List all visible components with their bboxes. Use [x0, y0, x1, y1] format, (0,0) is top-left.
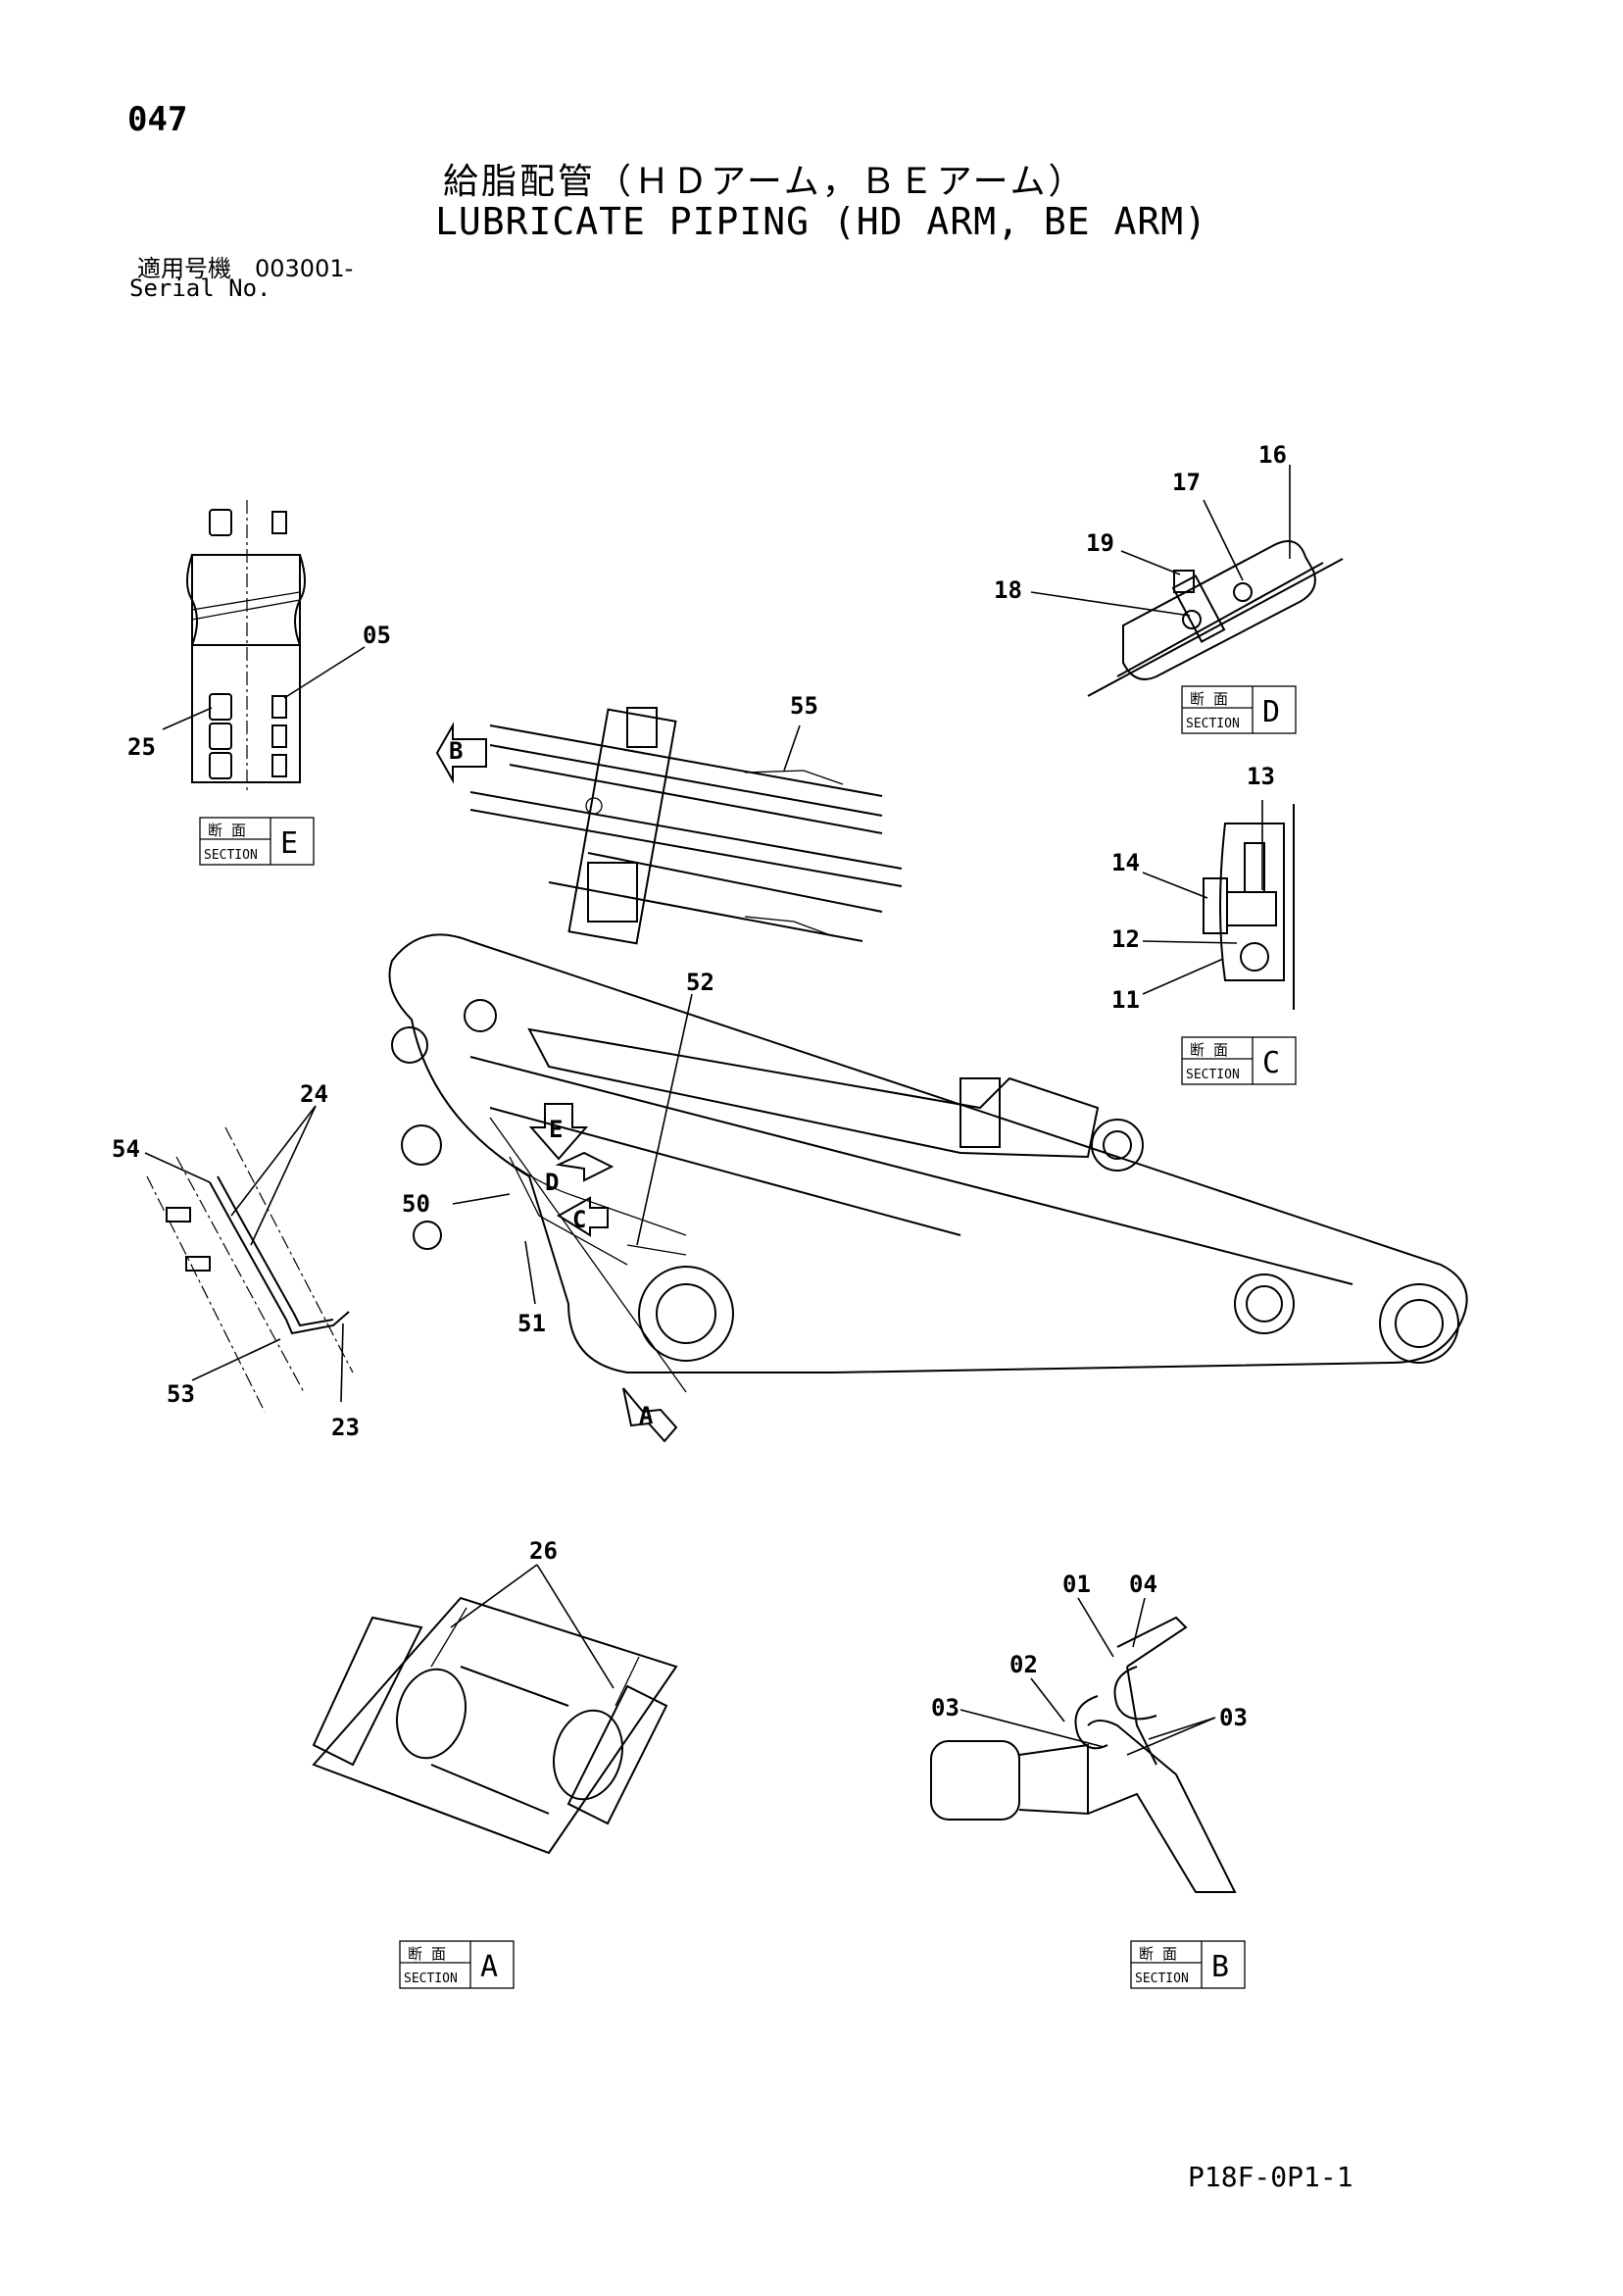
section-c-view: [1142, 800, 1295, 1010]
part-number: 55: [790, 692, 818, 720]
part-number: 54: [112, 1135, 140, 1163]
left-pipe-detail: [144, 1105, 354, 1413]
part-number: 50: [402, 1190, 430, 1218]
part-number: 16: [1258, 441, 1287, 469]
section-tag-d: 断 面 SECTION D: [1181, 685, 1297, 734]
svg-text:断 面: 断 面: [1139, 1945, 1177, 1963]
title-japanese: 給脂配管（ＨＤアーム，ＢＥアーム）: [443, 162, 1087, 202]
part-number: 53: [167, 1380, 195, 1408]
section-b-view: [930, 1597, 1237, 1893]
view-arrow-a-label: A: [639, 1402, 654, 1429]
section-tag-c: 断 面 SECTION C: [1181, 1036, 1297, 1085]
part-number: 18: [994, 576, 1022, 604]
view-arrow-b-label: B: [449, 737, 463, 765]
svg-text:断 面: 断 面: [1190, 1041, 1228, 1059]
svg-text:SECTION: SECTION: [1186, 717, 1240, 731]
part-number: 05: [363, 622, 391, 649]
section-letter: C: [1262, 1046, 1280, 1080]
part-number: 02: [1009, 1651, 1038, 1678]
view-arrow-b: [435, 722, 487, 784]
section-tag-a: 断 面 SECTION A: [399, 1940, 515, 1989]
section-letter: D: [1262, 695, 1280, 729]
svg-text:SECTION: SECTION: [404, 1972, 458, 1986]
part-number: 17: [1172, 469, 1201, 496]
title-english: LUBRICATE PIPING (HD ARM, BE ARM): [435, 200, 1207, 243]
view-arrow-d: [555, 1151, 615, 1182]
section-letter: B: [1211, 1950, 1229, 1984]
part-number: 19: [1086, 529, 1114, 557]
page-number: 047: [127, 100, 188, 139]
view-arrow-a: [622, 1387, 678, 1443]
section-letter: A: [480, 1950, 498, 1984]
section-tag-e: 断 面 SECTION E: [199, 817, 315, 866]
part-number: 13: [1247, 763, 1275, 790]
part-number: 25: [127, 733, 156, 761]
svg-text:断 面: 断 面: [1190, 690, 1228, 708]
part-number: 12: [1111, 925, 1140, 953]
main-arm-view: [388, 933, 1468, 1393]
arm-top-view: [469, 707, 903, 945]
part-number: 04: [1129, 1571, 1157, 1598]
svg-text:SECTION: SECTION: [204, 848, 258, 863]
part-number: 51: [517, 1310, 546, 1337]
part-number: 14: [1111, 849, 1140, 876]
section-tag-b: 断 面 SECTION B: [1130, 1940, 1246, 1989]
section-d-view: [1030, 465, 1344, 697]
part-number: 01: [1062, 1571, 1091, 1598]
part-number: 23: [331, 1414, 360, 1441]
part-number: 03: [931, 1694, 959, 1722]
part-number: 24: [300, 1080, 328, 1108]
view-arrow-d-label: D: [545, 1169, 559, 1196]
section-e-view: [162, 500, 366, 794]
serial-label-japanese: 適用号機 003001-: [137, 255, 354, 282]
svg-text:断 面: 断 面: [408, 1945, 446, 1963]
view-arrow-e-label: E: [549, 1116, 563, 1143]
svg-text:SECTION: SECTION: [1135, 1972, 1189, 1986]
svg-text:断 面: 断 面: [208, 822, 246, 839]
section-a-view: [312, 1564, 678, 1855]
part-number: 03: [1219, 1704, 1248, 1731]
view-arrow-c-label: C: [572, 1206, 586, 1233]
part-number: 11: [1111, 986, 1140, 1014]
svg-text:SECTION: SECTION: [1186, 1068, 1240, 1082]
view-arrow-c: [557, 1196, 609, 1237]
document-code: P18F-0P1-1: [1188, 2161, 1353, 2193]
part-number: 26: [529, 1537, 558, 1565]
view-arrow-e: [528, 1103, 589, 1161]
part-number: 52: [686, 969, 714, 996]
section-letter: E: [280, 826, 298, 861]
serial-label-english: Serial No.: [129, 275, 271, 302]
